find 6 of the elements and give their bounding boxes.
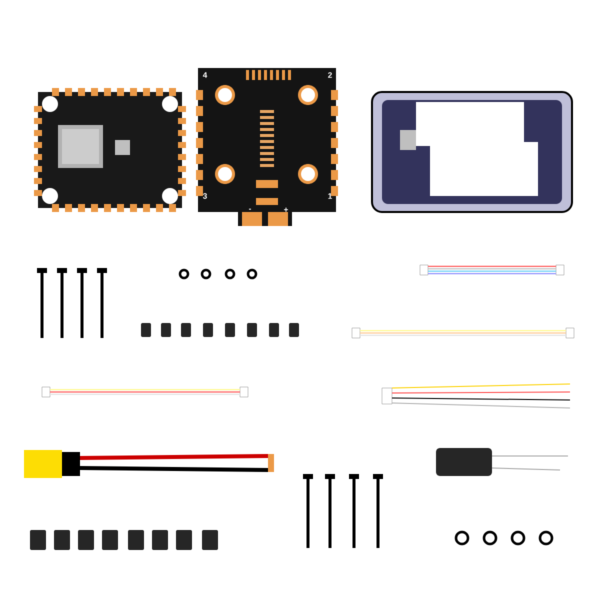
board-marking: 1 xyxy=(328,193,332,199)
board-marking: + xyxy=(284,208,288,212)
board-marking: 2 xyxy=(328,72,332,78)
board-marking: 4 xyxy=(202,72,208,78)
board-marking: - xyxy=(248,208,251,210)
board-marking: 3 xyxy=(202,193,207,199)
